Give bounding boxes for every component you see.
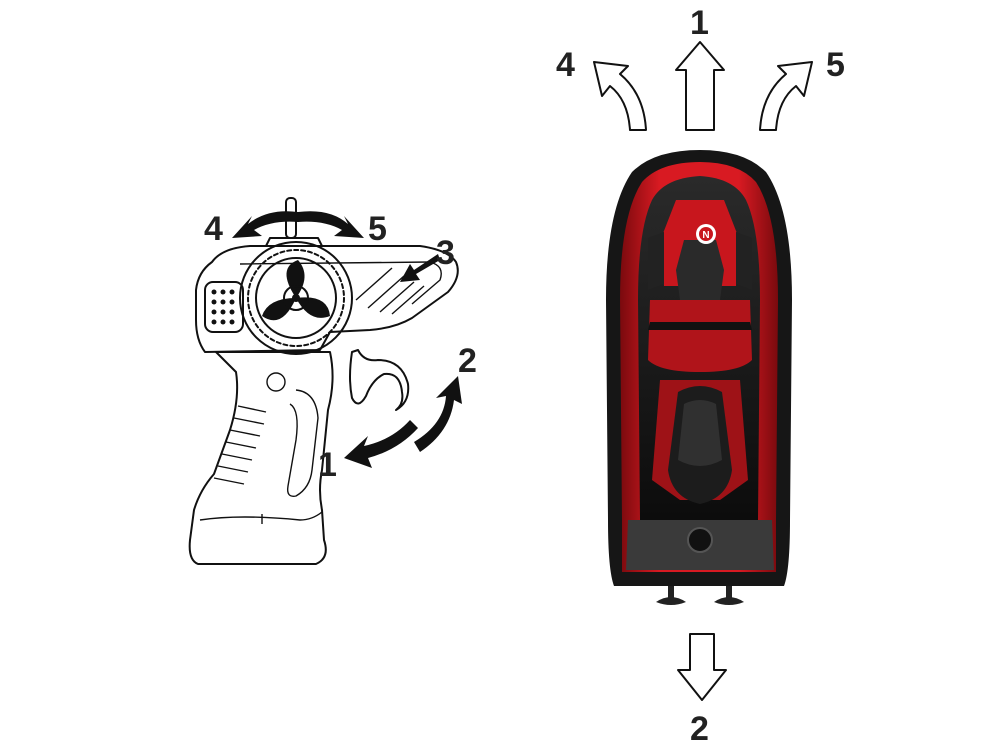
- trigger-forward-arrow-icon: [344, 420, 418, 468]
- label-reverse: 2: [458, 342, 477, 380]
- steer-left-arrow-icon: [232, 211, 298, 238]
- label-boat-turn-right: 5: [826, 46, 845, 84]
- reverse-arrow-icon: [677, 633, 727, 701]
- trigger-icon: [349, 349, 410, 411]
- steer-right-arrow-icon: [298, 211, 364, 238]
- trigger-reverse-arrow-icon: [414, 376, 462, 452]
- remote-controller: 4 5 3 1 2: [188, 197, 477, 565]
- label-steer-right: 5: [368, 210, 387, 248]
- label-boat-turn-left: 4: [556, 46, 575, 84]
- label-forward: 1: [318, 446, 337, 484]
- label-boat-forward: 1: [690, 4, 709, 42]
- button-arrow-icon: [400, 254, 440, 282]
- label-steer-left: 4: [204, 210, 223, 248]
- turn-left-arrow-icon: [593, 61, 647, 131]
- controller-body: [195, 245, 459, 353]
- controller-handle: [188, 351, 334, 565]
- label-boat-reverse: 2: [690, 710, 709, 748]
- handlebar-seat: [676, 240, 724, 300]
- boat-logo-icon: N: [696, 224, 716, 244]
- label-button: 3: [436, 234, 455, 272]
- boat-direction-arrows: 1 4 5 2: [556, 4, 845, 748]
- steering-wheel-icon: [239, 241, 353, 355]
- turn-right-arrow-icon: [759, 61, 813, 131]
- propeller-icon: [656, 586, 744, 605]
- grille-icon: [204, 281, 244, 333]
- grip-ridges: [213, 405, 267, 485]
- rc-boat: N: [606, 150, 792, 605]
- svg-text:N: N: [702, 230, 709, 241]
- forward-arrow-icon: [675, 41, 725, 131]
